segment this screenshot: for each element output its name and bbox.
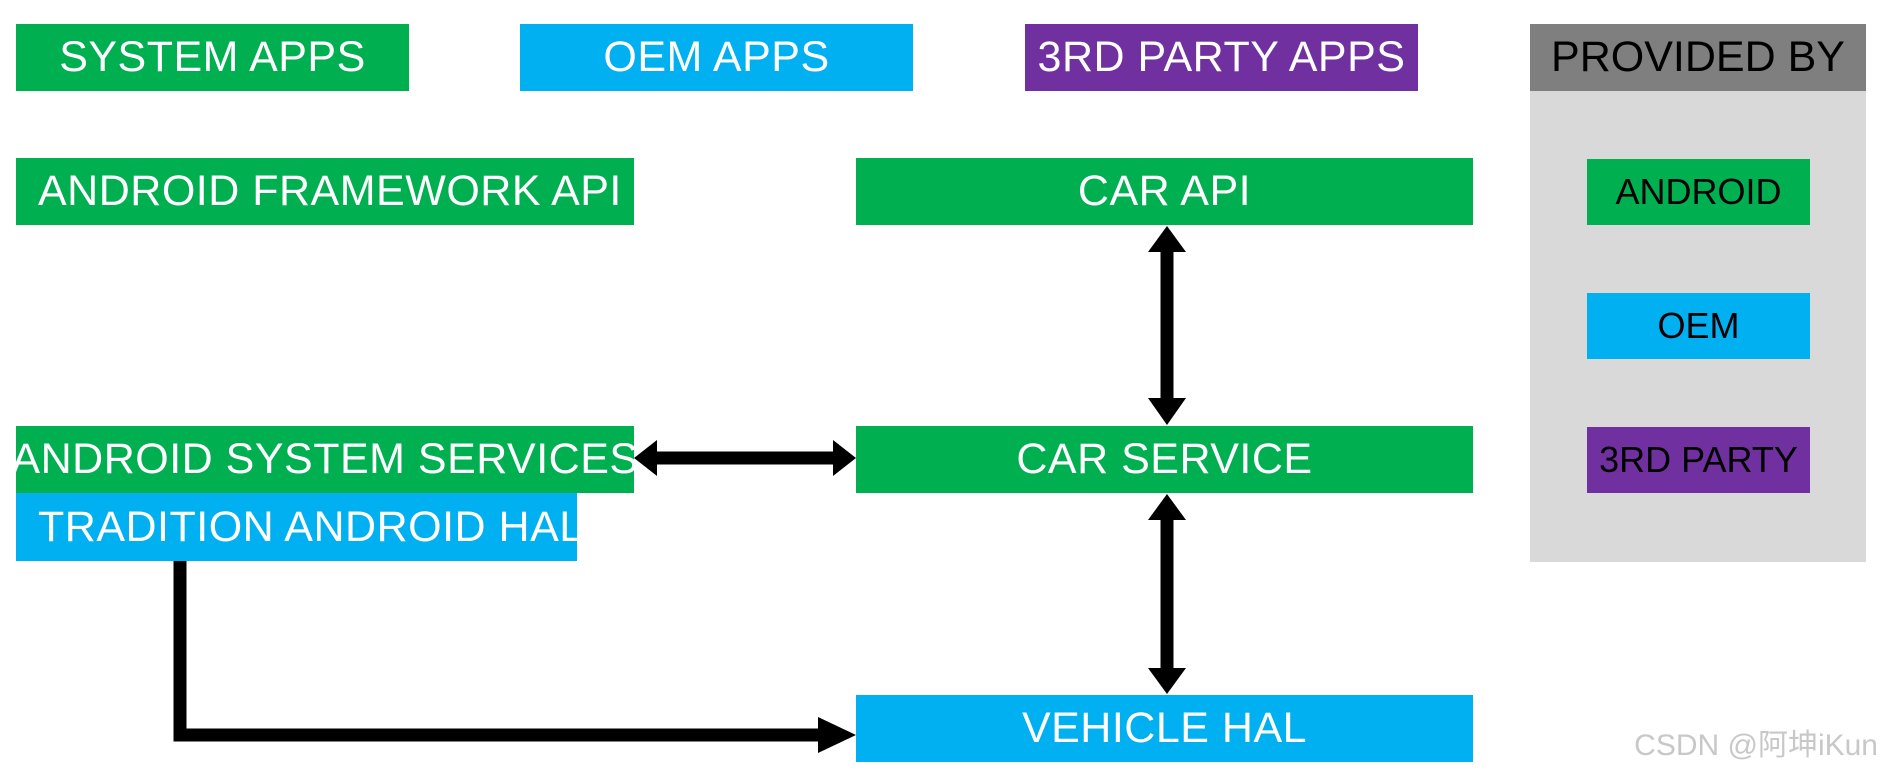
- car-api-car-service-arrow: [1148, 226, 1186, 425]
- system-apps-box: SYSTEM APPS: [16, 24, 409, 91]
- legend-item-oem: OEM: [1587, 293, 1810, 359]
- tradition-android-hals-box: TRADITION ANDROID HALS: [16, 493, 612, 561]
- legend-item-third-party: 3RD PARTY: [1587, 427, 1810, 493]
- car-api-box: CAR API: [856, 158, 1473, 225]
- watermark: CSDN @阿坤iKun: [1634, 729, 1878, 762]
- legend-item-android: ANDROID: [1587, 159, 1810, 225]
- third-party-apps-box: 3RD PARTY APPS: [1025, 24, 1418, 91]
- system-services-car-service-arrow: [634, 440, 856, 476]
- android-system-services-box: ANDROID SYSTEM SERVICES: [11, 426, 638, 493]
- oem-apps-box: OEM APPS: [520, 24, 913, 91]
- android-framework-api-box: ANDROID FRAMEWORK API: [16, 158, 634, 225]
- tradition-hals-vehicle-hal-arrow: [173, 561, 856, 753]
- legend-panel: PROVIDED BY ANDROID OEM 3RD PARTY: [1530, 24, 1866, 562]
- car-service-box: CAR SERVICE: [856, 426, 1473, 493]
- legend-title: PROVIDED BY: [1530, 24, 1866, 91]
- vehicle-hal-box: VEHICLE HAL: [856, 695, 1473, 762]
- car-service-vehicle-hal-arrow: [1148, 494, 1186, 694]
